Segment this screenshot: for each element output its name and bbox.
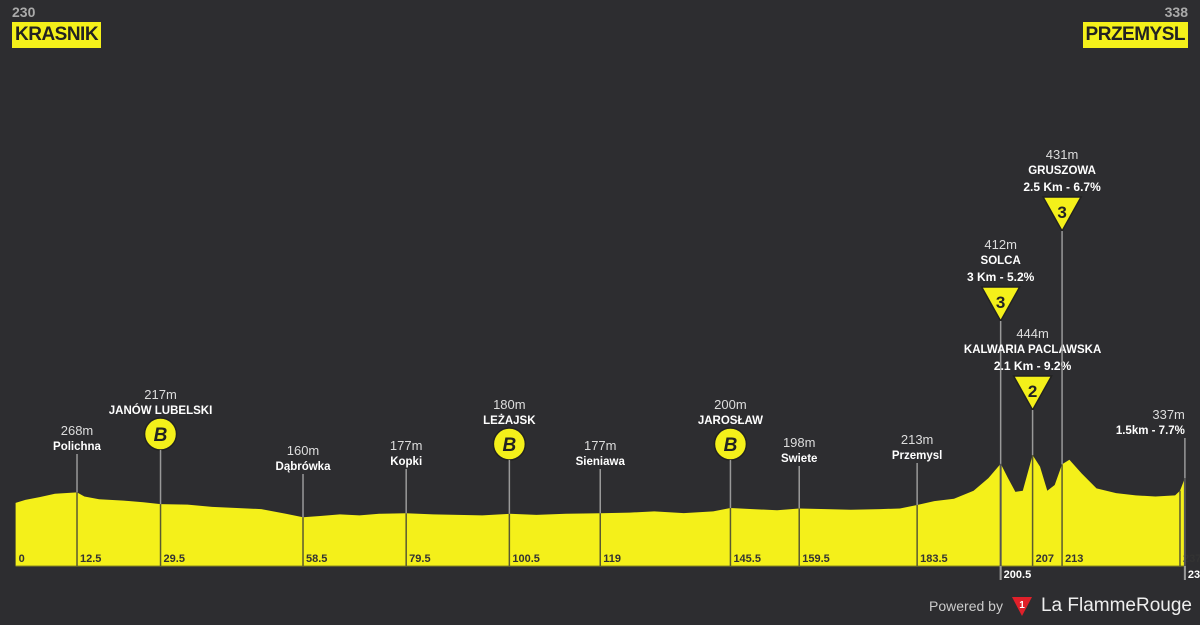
tick-label: 23 [1188,569,1200,581]
point-name: Sieniawa [576,456,626,468]
bonus-sprint-letter: B [502,435,516,456]
climb-category-number: 3 [996,293,1005,312]
flamme-rouge-logo-icon: 1 [1011,597,1032,616]
start-city: 230 KRASNIK [12,4,102,48]
tick-label: 100.5 [512,553,540,565]
point-name: LEŻAJSK [483,414,536,427]
point-detail: 2.1 Km - 9.2% [994,359,1072,373]
point-altitude: 337m [1152,407,1185,422]
point-name: KALWARIA PACLAWSKA [964,344,1101,356]
point-altitude: 217m [144,387,177,402]
point-name: JAROSŁAW [698,415,763,427]
point-1-5km-7-7-: 337m 1.5km - 7.7% [1116,407,1186,479]
tick-label: 183.5 [920,553,948,565]
brand-name: La FlammeRouge [1040,595,1192,616]
point-name: GRUSZOWA [1028,165,1096,177]
tick-label: 145.5 [733,553,761,565]
powered-by-label: Powered by [929,598,1003,614]
tick-label: 207 [1036,553,1054,565]
logo-badge-text: 1 [1019,600,1025,611]
end-km: 338 [1164,4,1188,20]
point-detail: 2.5 Km - 6.7% [1023,180,1101,194]
bonus-sprint-letter: B [724,435,738,456]
point-altitude: 444m [1016,326,1049,341]
profile-area [15,455,1185,566]
point-altitude: 412m [984,237,1017,252]
point-altitude: 431m [1046,147,1079,162]
climb-category-icon [1012,375,1053,412]
point-detail: 3 Km - 5.2% [967,270,1035,284]
tick-label: 119 [603,553,621,565]
point-name: Dąbrówka [276,461,332,473]
point-name: Przemysl [892,450,943,462]
point-name: Polichna [53,441,102,453]
point-altitude: 200m [714,397,747,412]
tick-label: 200.5 [1004,569,1032,581]
point-altitude: 177m [584,438,617,453]
point-name: 1.5km - 7.7% [1116,425,1185,437]
point-name: JANÓW LUBELSKI [109,404,213,417]
climb-category-icon [980,286,1021,323]
tick-label: 79.5 [409,553,430,565]
tick-label: 58.5 [306,553,327,565]
climb-category-icon [1041,196,1083,233]
bonus-sprint-letter: B [154,425,168,446]
tick-label: 159.5 [802,553,830,565]
point-altitude: 180m [493,397,526,412]
point-name: Kopki [390,456,422,468]
tick-label: 237 [1183,553,1200,565]
end-city-name: PRZEMYSL [1082,22,1188,48]
point-altitude: 268m [61,423,94,438]
start-km: 230 [12,4,36,20]
point-name: Swiete [781,453,817,465]
climb-category-number: 3 [1057,203,1066,222]
tick-label: 29.5 [164,553,185,565]
tick-label: 213 [1065,553,1083,565]
start-city-name: KRASNIK [12,22,102,48]
climb-category-number: 2 [1028,382,1037,401]
point-name: SOLCA [981,255,1021,267]
point-altitude: 177m [390,438,423,453]
point-altitude: 160m [287,443,320,458]
tick-label: 0 [19,553,25,565]
point-altitude: 198m [783,435,816,450]
end-city: 338 PRZEMYSL [1082,4,1188,48]
tick-label: 12.5 [80,553,101,565]
powered-by: Powered by 1 La FlammeRouge [929,595,1192,617]
point-altitude: 213m [901,432,934,447]
